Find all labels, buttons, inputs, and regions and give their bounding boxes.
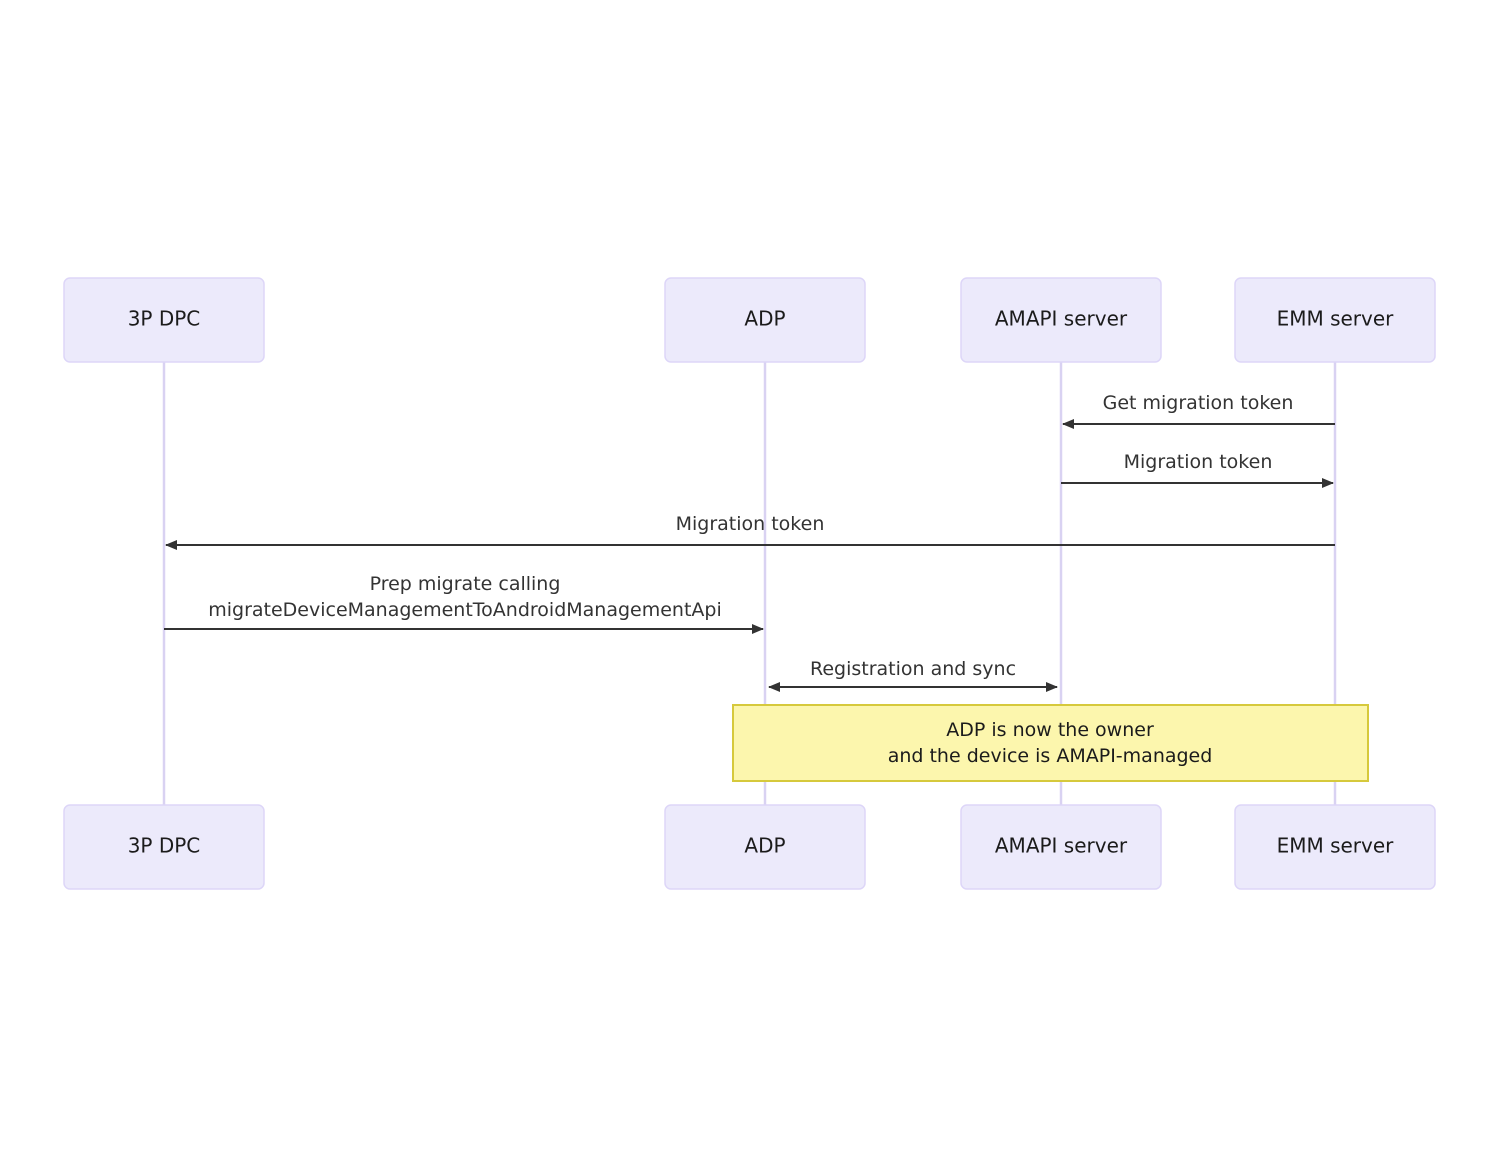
participant-label: ADP	[744, 307, 785, 331]
message-migration-token-amapi-emm: Migration token	[1061, 451, 1334, 488]
participants-bottom: 3P DPC ADP AMAPI server EMM server	[63, 804, 1436, 890]
note-line1: ADP is now the owner	[946, 719, 1154, 741]
participant-box[interactable]	[664, 804, 866, 890]
message-get-migration-token: Get migration token	[1062, 392, 1335, 429]
message-label-line2: migrateDeviceManagementToAndroidManageme…	[208, 599, 722, 621]
participant-label: AMAPI server	[995, 307, 1128, 331]
participant-box[interactable]	[63, 804, 265, 890]
note-box	[732, 704, 1369, 782]
participant-top-amapi[interactable]: AMAPI server	[960, 277, 1162, 363]
participant-label: EMM server	[1277, 307, 1395, 331]
participant-label: 3P DPC	[128, 307, 201, 331]
participants-top: 3P DPC ADP AMAPI server EMM server	[63, 277, 1436, 363]
note-adp-owner: ADP is now the owner and the device is A…	[732, 704, 1369, 782]
participant-bottom-adp[interactable]: ADP	[664, 804, 866, 890]
message-label: Registration and sync	[810, 658, 1016, 680]
message-label: Get migration token	[1103, 392, 1294, 414]
participant-box[interactable]	[1234, 277, 1436, 363]
participant-box[interactable]	[960, 804, 1162, 890]
participant-label: EMM server	[1277, 834, 1395, 858]
participant-label: ADP	[744, 834, 785, 858]
participant-box[interactable]	[63, 277, 265, 363]
message-label: Migration token	[676, 513, 825, 535]
message-migration-token-emm-dpc: Migration token	[165, 513, 1335, 550]
message-prep-migrate: Prep migrate calling migrateDeviceManage…	[164, 573, 764, 634]
participant-top-adp[interactable]: ADP	[664, 277, 866, 363]
participant-label: 3P DPC	[128, 834, 201, 858]
participant-box[interactable]	[664, 277, 866, 363]
participant-label: AMAPI server	[995, 834, 1128, 858]
participant-box[interactable]	[1234, 804, 1436, 890]
message-label: Migration token	[1124, 451, 1273, 473]
participant-bottom-amapi[interactable]: AMAPI server	[960, 804, 1162, 890]
participant-top-dpc[interactable]: 3P DPC	[63, 277, 265, 363]
message-label-line1: Prep migrate calling	[370, 573, 561, 595]
participant-bottom-dpc[interactable]: 3P DPC	[63, 804, 265, 890]
message-registration-and-sync: Registration and sync	[768, 658, 1058, 692]
participant-top-emm[interactable]: EMM server	[1234, 277, 1436, 363]
participant-box[interactable]	[960, 277, 1162, 363]
note-line2: and the device is AMAPI-managed	[888, 745, 1213, 767]
participant-bottom-emm[interactable]: EMM server	[1234, 804, 1436, 890]
